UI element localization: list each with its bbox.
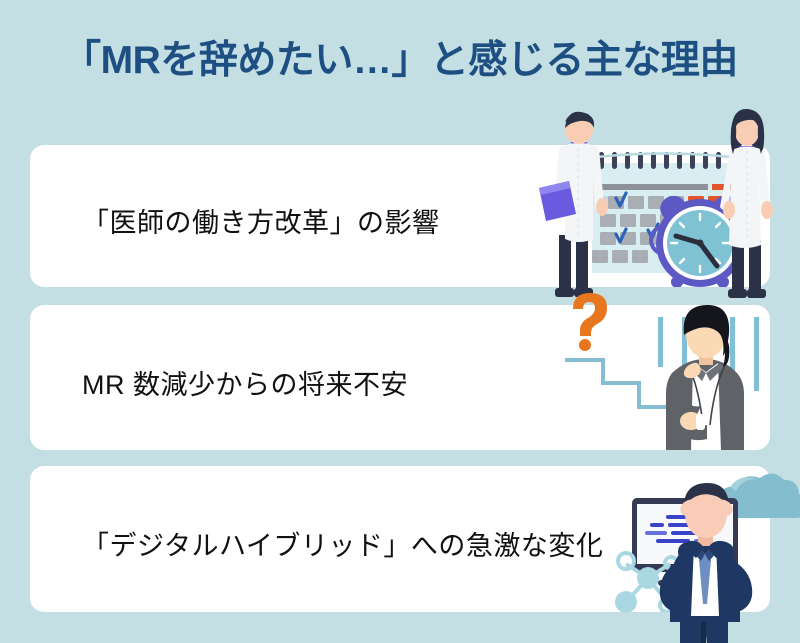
stressed-businessman-icon — [659, 482, 753, 643]
question-mark-icon — [573, 293, 607, 351]
thinking-woman-icon — [666, 305, 744, 450]
reason-card-3-label: 「デジタルハイブリッド」への急激な変化 — [82, 531, 604, 561]
female-doctor-icon — [720, 108, 773, 298]
page-title: 「MRを辞めたい…」と感じる主な理由 — [62, 39, 738, 82]
reason-card-1-label: 「医師の働き方改革」の影響 — [82, 208, 440, 238]
reason-card-2-label: MR 数減少からの将来不安 — [82, 370, 408, 400]
stressed-businessman-digital-illustration — [615, 460, 800, 643]
doctors-calendar-clock-illustration — [539, 108, 795, 298]
clipboard-icon — [539, 181, 576, 221]
reason-card-2: MR 数減少からの将来不安 — [30, 305, 770, 450]
thinking-woman-declining-stairs-illustration — [565, 293, 795, 460]
male-doctor-icon — [539, 111, 608, 297]
alarm-clock-icon — [649, 195, 744, 287]
